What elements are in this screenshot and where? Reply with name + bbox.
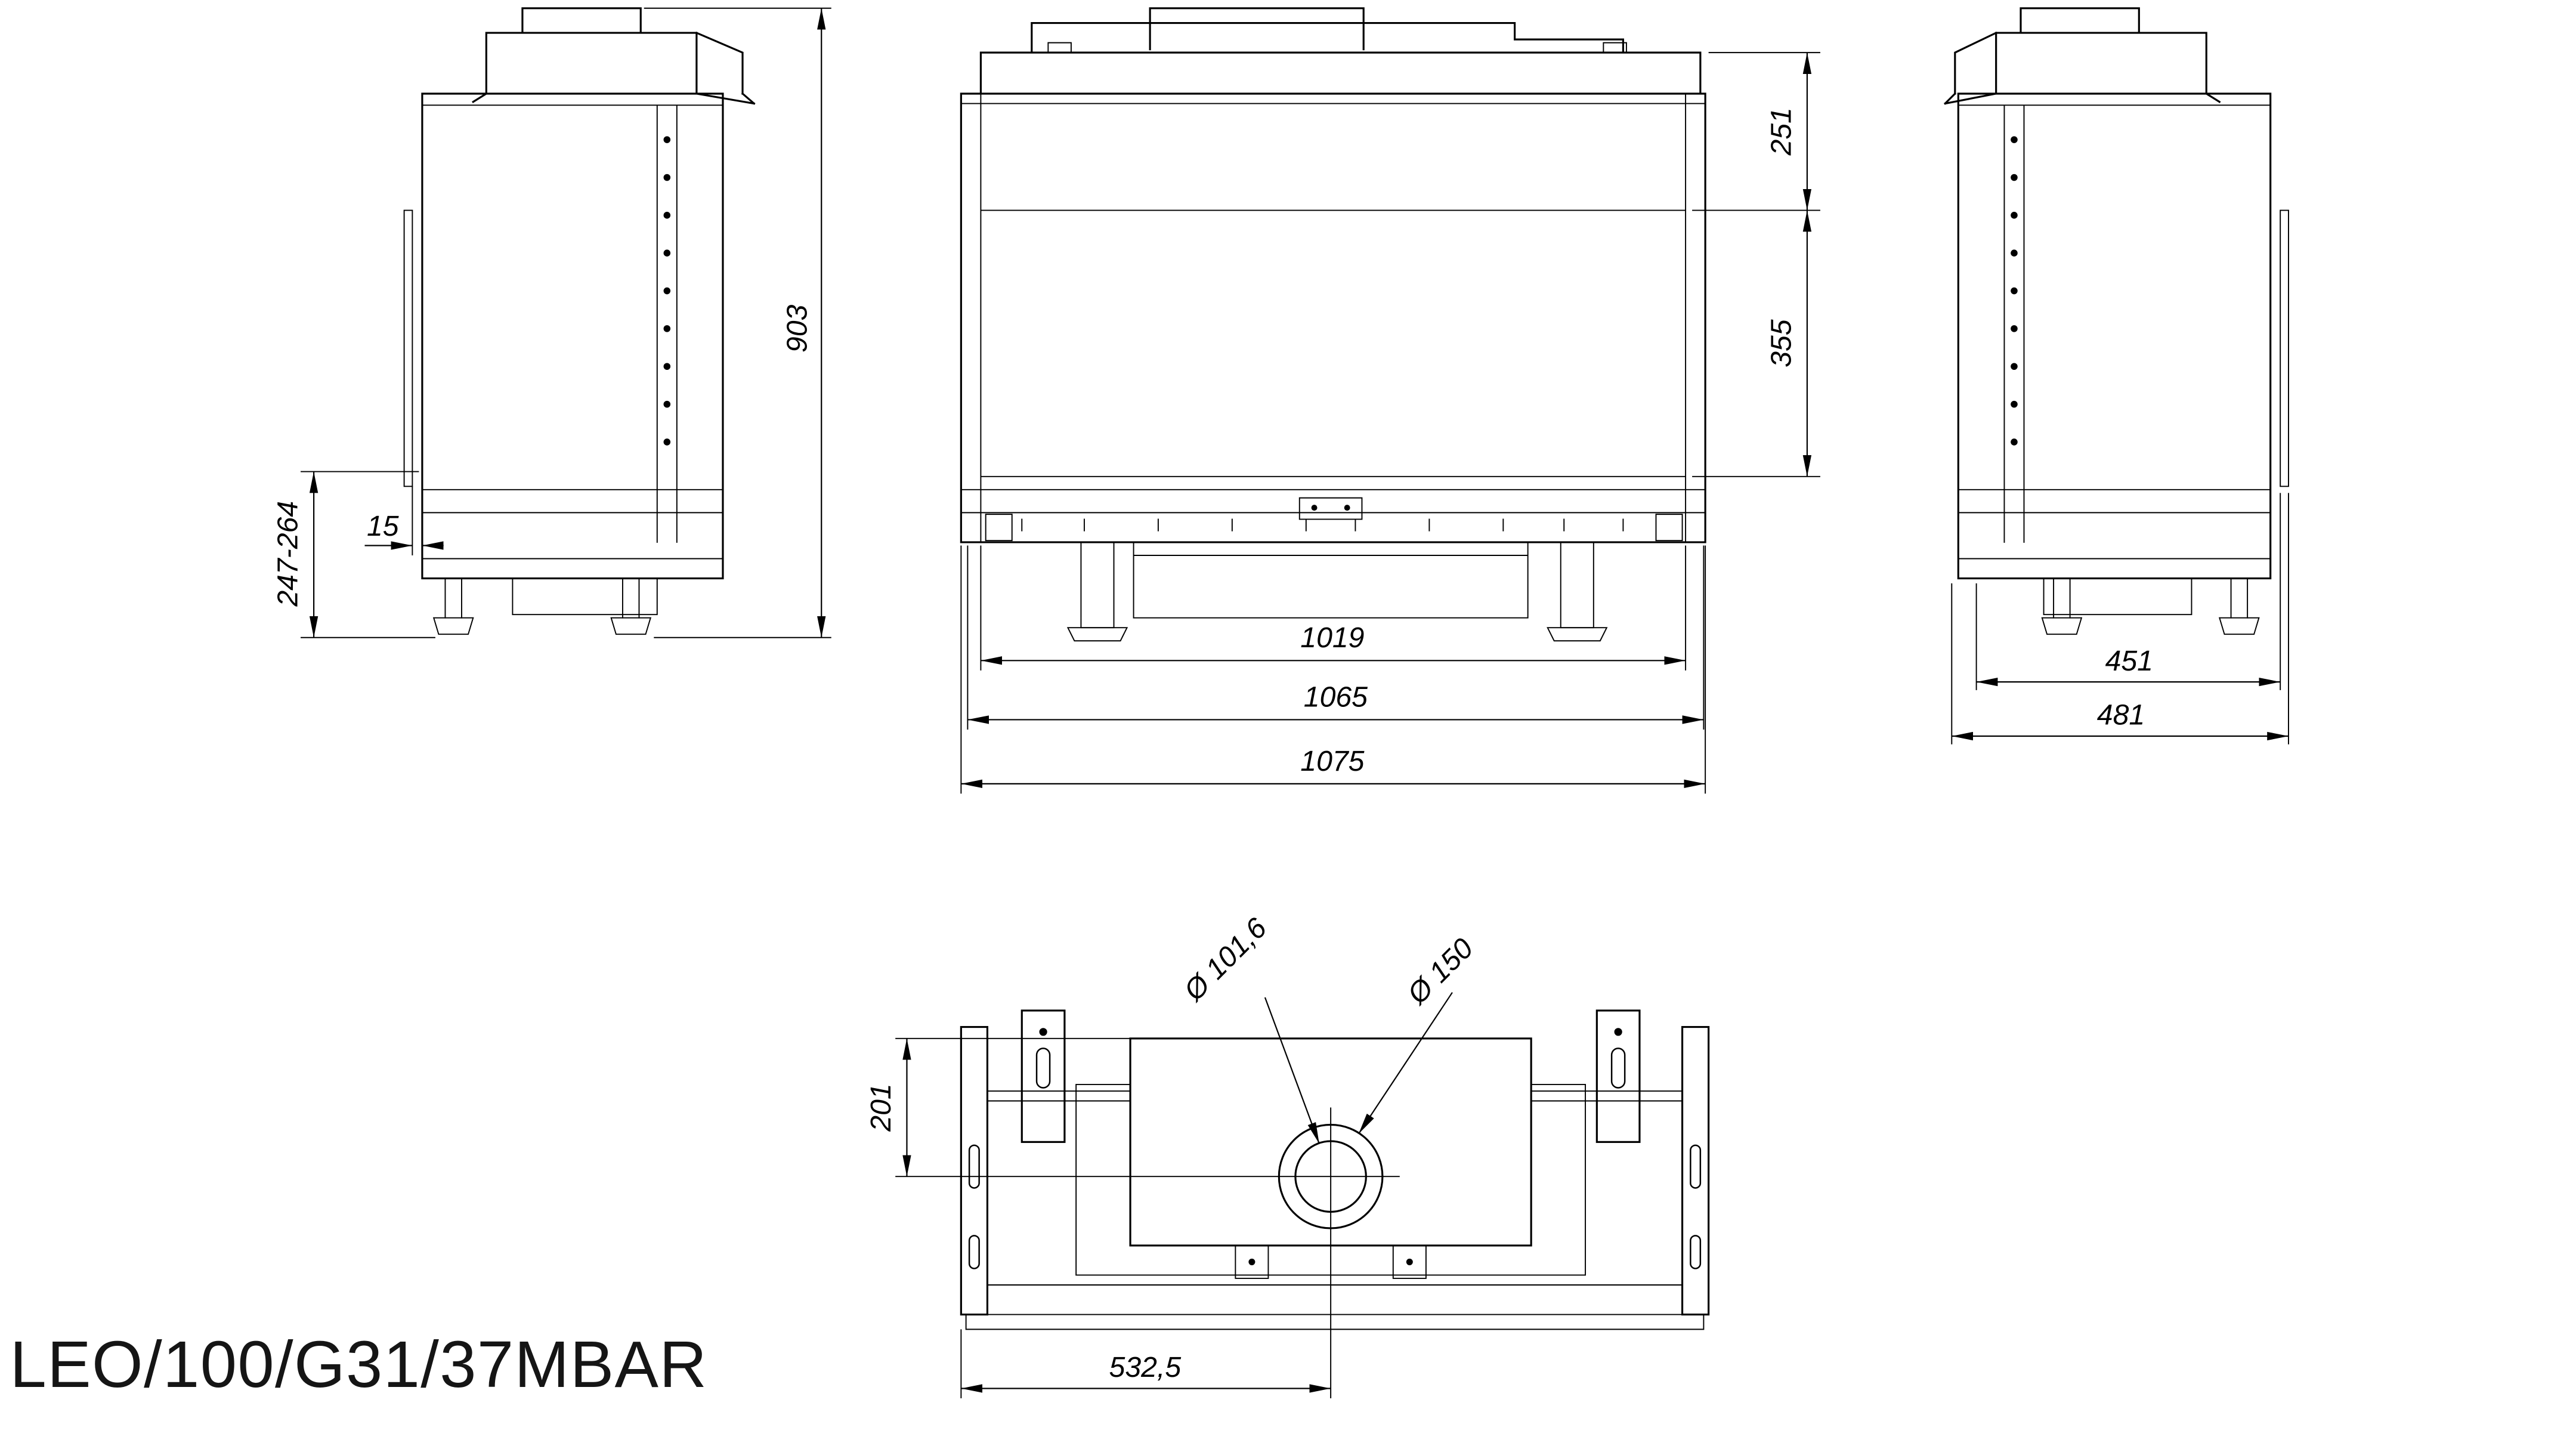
left-view-hinge-screws	[663, 136, 671, 446]
flue-centerlines	[895, 1107, 1400, 1399]
right-bracket-hole	[1614, 1028, 1622, 1036]
dim-label-flue-inner-diameter: Ø 101,6	[1177, 912, 1273, 1008]
right-view-extension-lines	[1951, 493, 2289, 744]
leader-flue-inner	[1264, 997, 1320, 1144]
front-view	[960, 7, 1706, 642]
left-view-outline	[421, 7, 756, 580]
dim-label-glass-height: 355	[1765, 319, 1797, 367]
left-plate-slot-2	[968, 1235, 980, 1269]
top-view-base-plate	[965, 1284, 1705, 1330]
dim-label-width-inner: 1019	[1300, 622, 1364, 654]
top-view-right-bracket	[1595, 1009, 1641, 1143]
dim-label-flue-offset-back: 201	[865, 1083, 897, 1132]
side-view-right-dimensions: 451 481	[1951, 493, 2289, 744]
dim-label-height-total: 903	[781, 304, 813, 353]
base-screw-right	[1406, 1258, 1413, 1265]
side-view-right	[1944, 7, 2289, 635]
right-view-details	[1957, 104, 2289, 619]
model-title: LEO/100/G31/37MBAR	[10, 1328, 708, 1401]
dim-label-width-mid: 1065	[1304, 681, 1368, 713]
top-view-extension-lines	[895, 1037, 1131, 1399]
left-view-details	[403, 104, 723, 619]
top-view-right-plate	[1681, 1025, 1710, 1316]
dim-label-hood-height: 251	[1765, 107, 1797, 156]
front-screw-right	[1344, 505, 1350, 511]
side-view-left-dimensions: 903 247-264 15	[272, 7, 831, 638]
top-view-dimensions: 201 532,5 Ø 101,6 Ø 150	[865, 912, 1480, 1399]
front-view-feet	[1066, 627, 1608, 642]
leader-flue-outer	[1358, 992, 1453, 1135]
left-view-feet	[432, 617, 652, 635]
front-screw-left	[1311, 505, 1318, 511]
left-bracket-slot	[1035, 1048, 1051, 1089]
front-view-extension-lines	[960, 52, 1820, 794]
left-plate-slot-1	[968, 1144, 980, 1189]
top-view-left-plate	[960, 1025, 989, 1316]
left-bracket-hole	[1039, 1028, 1047, 1036]
top-view-frame	[987, 1083, 1683, 1279]
right-view-hinge-screws	[2011, 136, 2018, 446]
right-view-outline	[1944, 7, 2272, 580]
top-view	[895, 1009, 1710, 1399]
dim-label-flue-offset-side: 532,5	[1109, 1351, 1182, 1383]
right-bracket-slot	[1610, 1048, 1626, 1089]
right-plate-slot-1	[1690, 1144, 1702, 1189]
left-view-extension-lines	[301, 7, 831, 638]
front-view-dimensions: 251 355 1019 1065 1075	[960, 52, 1820, 794]
right-view-feet	[2041, 617, 2260, 635]
dim-label-width-outer: 1075	[1300, 745, 1364, 777]
base-screw-left	[1248, 1258, 1255, 1265]
dim-label-flue-outer-diameter: Ø 150	[1400, 932, 1480, 1011]
front-view-outline	[960, 7, 1706, 543]
dim-label-depth-outer: 481	[2097, 699, 2145, 731]
dim-label-back-gap: 15	[367, 510, 399, 542]
dim-label-depth-inner: 451	[2105, 645, 2153, 677]
front-view-details	[960, 42, 1706, 629]
top-view-left-bracket	[1020, 1009, 1066, 1143]
side-view-left	[403, 7, 756, 635]
dim-label-floor-range: 247-264	[272, 501, 304, 607]
right-plate-slot-2	[1690, 1235, 1702, 1269]
